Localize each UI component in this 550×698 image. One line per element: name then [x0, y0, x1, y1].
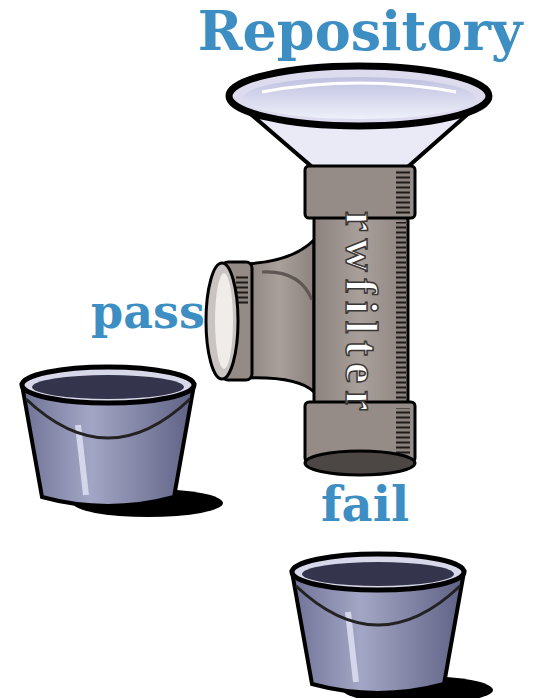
filter-pipe: rwfilter	[318, 172, 404, 456]
flow-label: fail	[290, 478, 440, 531]
funnel	[229, 66, 489, 172]
tool-name: rwfilter	[335, 211, 388, 418]
bucket	[292, 554, 493, 698]
bucket	[22, 367, 223, 517]
flow-label: pass	[58, 287, 238, 338]
pipe-branch	[206, 240, 314, 392]
flow-label: Repository	[165, 2, 550, 61]
pipe	[305, 166, 415, 475]
